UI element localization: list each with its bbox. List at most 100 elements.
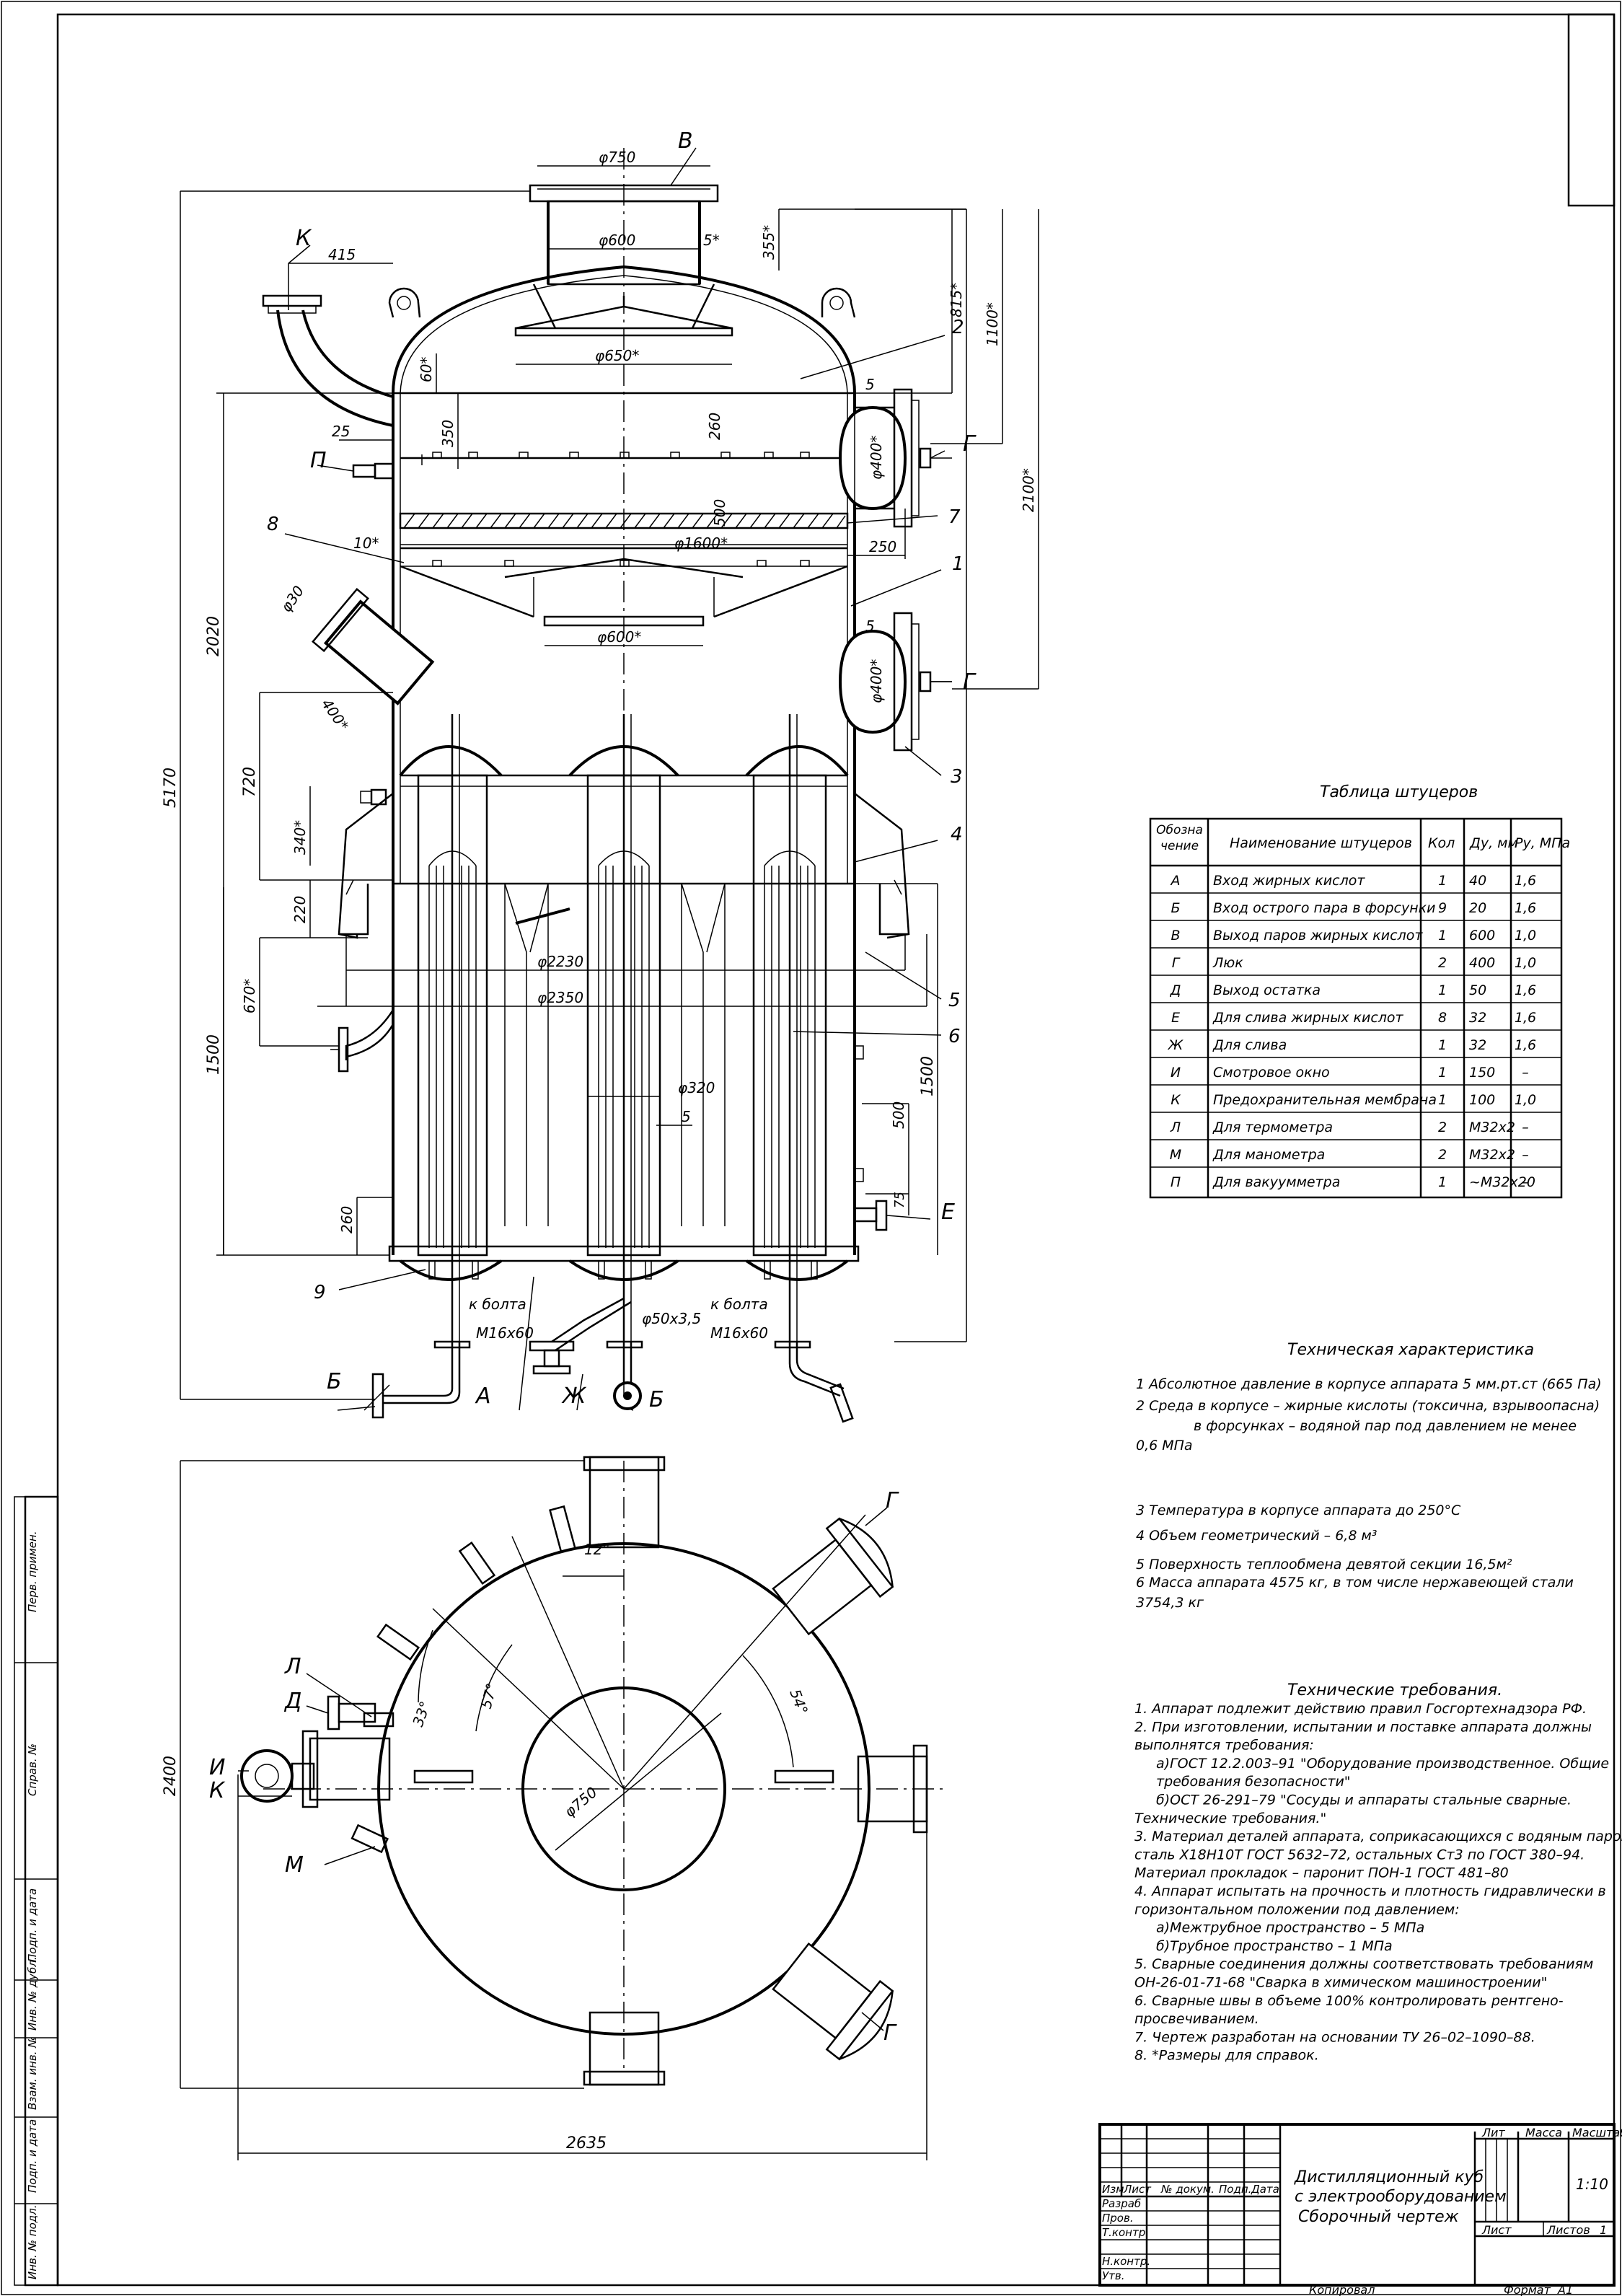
dim-815: 815* xyxy=(948,283,965,317)
label-e: Е xyxy=(941,1200,955,1225)
bolt2: к болта xyxy=(710,1296,768,1313)
tech-req-line: 4. Аппарат испытать на прочность и плотн… xyxy=(1134,1883,1606,1899)
header-ru: Ру, МПа xyxy=(1515,835,1570,851)
tech-char-line: 4 Объем геометрический – 6,8 м³ xyxy=(1136,1528,1377,1544)
tb-title1: Дистилляционный куб xyxy=(1294,2168,1484,2186)
dim-d30: φ30 xyxy=(277,582,307,615)
tb-prov: Пров. xyxy=(1102,2212,1134,2225)
tech-char-line: в форсунках – водяной пар под давлением … xyxy=(1194,1418,1577,1434)
tech-req-line: Технические требования." xyxy=(1134,1811,1326,1826)
dim-d600: φ600 xyxy=(599,232,635,249)
tb-nkontr: Н.контр. xyxy=(1102,2255,1150,2268)
nozzle-table-cell: 20 xyxy=(1469,900,1486,916)
tech-req-line: выполнятся требования: xyxy=(1134,1738,1314,1754)
dim-400c: 400* xyxy=(318,695,352,734)
nozzle-table-cell: 1 xyxy=(1438,1092,1447,1108)
tb-scale: Масштаб xyxy=(1572,2126,1622,2139)
dim-355: 355* xyxy=(760,225,777,260)
nozzle-table-cell: 32 xyxy=(1469,1010,1486,1026)
tech-char-line: 5 Поверхность теплообмена девятой секции… xyxy=(1136,1557,1512,1573)
tb-mass: Масса xyxy=(1525,2126,1562,2139)
nozzle-table-cell: Предохранительная мембрана xyxy=(1213,1092,1437,1108)
label-g4: Г xyxy=(883,2020,897,2046)
nozzle-table-cell: 1 xyxy=(1438,1174,1447,1190)
stamp-text: Справ. № xyxy=(26,1743,39,1796)
tb-format: Формат xyxy=(1504,2283,1551,2296)
dim-d400b: φ400* xyxy=(868,659,885,703)
tb-scale-val: 1:10 xyxy=(1576,2176,1608,2193)
nozzle-table-cell: М32х2 xyxy=(1469,1120,1515,1135)
tb-podp: Подп. xyxy=(1219,2183,1251,2196)
dim-5c: 5 xyxy=(865,376,875,393)
callout-2: 2 xyxy=(952,317,964,338)
nozzle-table-cell: Г xyxy=(1172,955,1181,971)
dim-250: 250 xyxy=(869,538,896,555)
dim-2020: 2020 xyxy=(205,616,223,656)
dim-d600b: φ600* xyxy=(597,628,641,646)
label-g2: Г xyxy=(963,669,977,695)
nozzle-table-cell: 1 xyxy=(1438,1037,1447,1053)
header-oboz: Обозна чение xyxy=(1156,823,1203,853)
callout-4: 4 xyxy=(951,824,963,845)
nozzle-table-cell: 100 xyxy=(1469,1092,1495,1108)
dim-a54: 54° xyxy=(786,1687,811,1717)
tech-char-line: 0,6 МПа xyxy=(1136,1438,1193,1453)
dim-5a: 5* xyxy=(703,232,720,249)
tech-req-line: 5. Сварные соединения должны соответство… xyxy=(1134,1956,1593,1972)
nozzle-table-title: Таблица штуцеров xyxy=(1320,783,1478,801)
nozzle-table-cell: Выход остатка xyxy=(1213,982,1321,998)
bolt2m: М16х60 xyxy=(710,1324,768,1342)
dim-350: 350 xyxy=(439,420,457,447)
nozzle-table-cell: Вход острого пара в форсунки xyxy=(1213,900,1435,916)
nozzle-table-cell: 2 xyxy=(1438,1120,1447,1135)
nozzle-table-cell: 50 xyxy=(1469,982,1486,998)
nozzle-table-cell: 1,6 xyxy=(1515,1037,1536,1053)
nozzle-table-cell: Для термометра xyxy=(1212,1120,1333,1135)
nozzle-table-cell: 1,0 xyxy=(1515,955,1536,971)
callout-7: 7 xyxy=(948,506,961,528)
front-view-labels: В К П Г Г Е Б А Ж Б 2 7 1 3 4 5 6 8 9 φ7… xyxy=(162,128,1037,1412)
dim-260a: 260 xyxy=(338,1206,356,1233)
tech-req-line: горизонтальном положении под давлением: xyxy=(1134,1901,1460,1917)
tech-char-title: Техническая характеристика xyxy=(1287,1341,1534,1359)
bolt1: к болта xyxy=(469,1296,526,1313)
nozzle-table-cell: – xyxy=(1522,1120,1529,1135)
nozzle-table-cell: – xyxy=(1522,1065,1529,1081)
label-g1: Г xyxy=(963,431,977,457)
nozzle-table-cell: 32 xyxy=(1469,1037,1486,1053)
stamp-text: Инв. № дубл. xyxy=(26,1956,39,2031)
tb-title3: Сборочный чертеж xyxy=(1298,2208,1459,2226)
tech-req-line: а)ГОСТ 12.2.003–91 "Оборудование произво… xyxy=(1156,1756,1609,1772)
nozzle-table-cell: А xyxy=(1170,873,1181,889)
nozzle-table-cell: 2 xyxy=(1438,955,1447,971)
dim-2100: 2100* xyxy=(1020,468,1037,512)
nozzle-table-cell: 150 xyxy=(1469,1065,1495,1081)
tech-req-line: 3. Материал деталей аппарата, соприкасаю… xyxy=(1134,1829,1622,1844)
tb-title2: с электрооборудованием xyxy=(1295,2188,1507,2206)
tech-req-line: требования безопасности" xyxy=(1156,1774,1351,1790)
nozzle-table-cell: Для вакуумметра xyxy=(1212,1174,1340,1190)
side-stamp: Перв. примен. Справ. № Подп. и дата Инв.… xyxy=(14,1495,59,2287)
dim-2400: 2400 xyxy=(162,1756,180,1796)
nozzle-table-cell: 1 xyxy=(1438,982,1447,998)
dim-d750: φ750 xyxy=(599,149,635,166)
tech-req-line: ОН-26-01-71-68 "Сварка в химическом маши… xyxy=(1134,1975,1547,1991)
dim-d320: φ320 xyxy=(678,1079,715,1096)
nozzle-table-cell: М32х2 xyxy=(1469,1147,1515,1163)
nozzle-table-cell: ~М32х20 xyxy=(1469,1174,1535,1190)
tb-ndok: № докум. xyxy=(1160,2183,1215,2196)
dim-a12: 12° xyxy=(584,1541,609,1558)
nozzle-table-cell: 1,0 xyxy=(1515,1092,1536,1108)
label-zh: Ж xyxy=(561,1384,587,1409)
tech-req-line: сталь Х18Н10Т ГОСТ 5632–72, остальных Ст… xyxy=(1134,1847,1584,1862)
label-b2: Б xyxy=(649,1387,664,1412)
nozzle-table-cell: 8 xyxy=(1438,1010,1447,1026)
tb-tkontr: Т.контр. xyxy=(1102,2226,1149,2239)
dim-10: 10* xyxy=(353,535,379,552)
nozzle-table-cell: И xyxy=(1171,1065,1181,1081)
label-k2: К xyxy=(209,1778,226,1803)
dim-d1600: φ1600* xyxy=(674,535,728,552)
nozzle-table-cell: Вход жирных кислот xyxy=(1213,873,1365,889)
